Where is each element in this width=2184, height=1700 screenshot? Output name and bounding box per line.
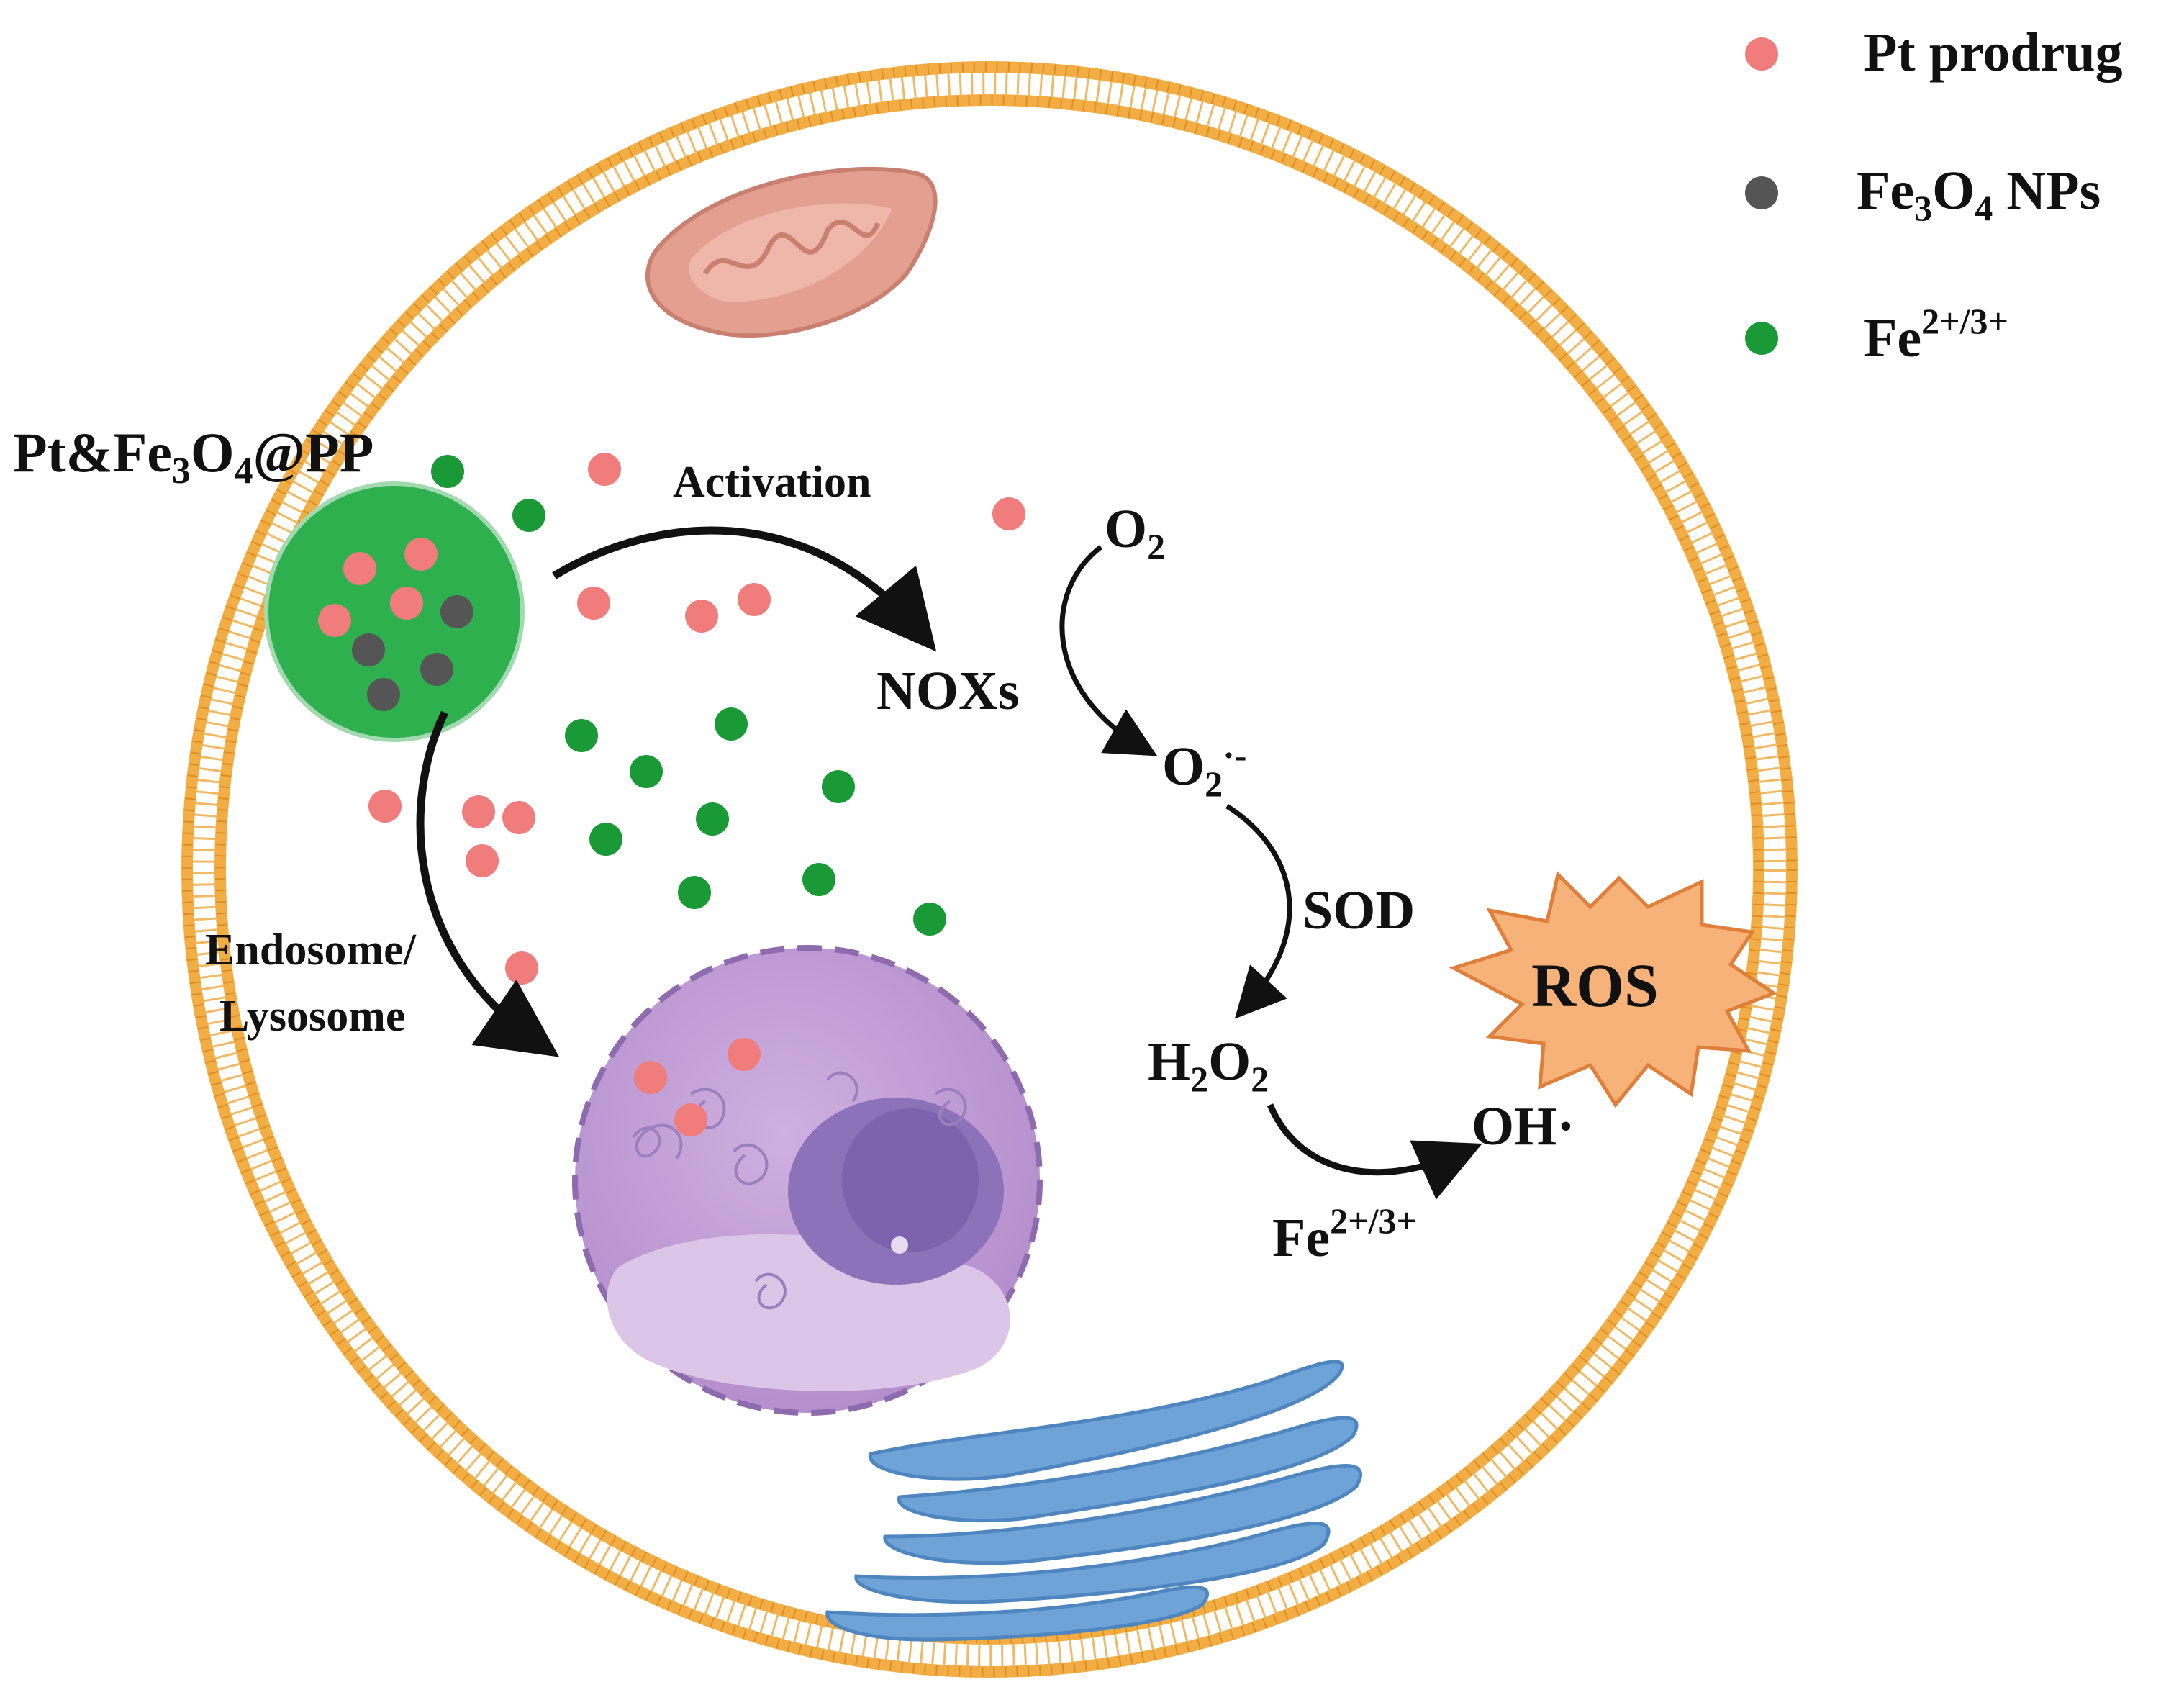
sod-label: SOD	[1302, 880, 1415, 941]
fe-catalyst-label: Fe2+/3+	[1272, 1201, 1417, 1268]
superoxide-to-h2o2-arrow	[1225, 804, 1292, 1019]
endosome-arrow	[416, 710, 560, 1057]
activation-label: Activation	[673, 458, 871, 507]
superoxide-label: O2·-	[1162, 735, 1246, 804]
ros-label: ROS	[1531, 951, 1659, 1020]
legend-pt-marker	[1745, 37, 1778, 71]
h2o2-label: H2O2	[1148, 1031, 1269, 1099]
arrows	[416, 526, 1482, 1200]
legend-fe3o4-marker	[1745, 176, 1778, 209]
nanoparticle-fe3o4-dots	[352, 595, 473, 711]
legend-pt-label: Pt prodrug	[1864, 22, 2123, 83]
ros-burst-icon	[1449, 871, 1778, 1108]
o2-label: O2	[1105, 499, 1165, 566]
fe-ion-dots	[431, 455, 946, 936]
h2o2-to-oh-arrow	[1267, 1103, 1482, 1200]
activation-arrow	[552, 526, 937, 652]
o2-to-superoxide-arrow	[1059, 545, 1158, 756]
endosome-label: Endosome/	[205, 926, 417, 975]
nanoparticle-pt-dots	[318, 538, 438, 637]
golgi-icon	[825, 1360, 1362, 1642]
nanoparticle-label: Pt&Fe3O4@PP	[13, 421, 373, 492]
pt-prodrug-dots	[368, 453, 1025, 1136]
legend-fe-ion-label: Fe2+/3+	[1864, 301, 2008, 369]
legend-fe-ion-marker	[1745, 322, 1778, 355]
legend: Pt prodrug Fe3O4 NPs Fe2+/3+	[1745, 22, 2123, 369]
legend-fe3o4-label: Fe3O4 NPs	[1857, 160, 2101, 228]
nanoparticle	[264, 481, 525, 742]
oh-radical-label: OH·	[1472, 1096, 1575, 1157]
noxs-label: NOXs	[876, 661, 1019, 721]
cell-membrane	[181, 61, 1798, 1678]
nucleus-icon	[572, 945, 1043, 1416]
lysosome-label: Lysosome	[219, 992, 405, 1041]
mitochondrion-icon	[645, 167, 938, 338]
